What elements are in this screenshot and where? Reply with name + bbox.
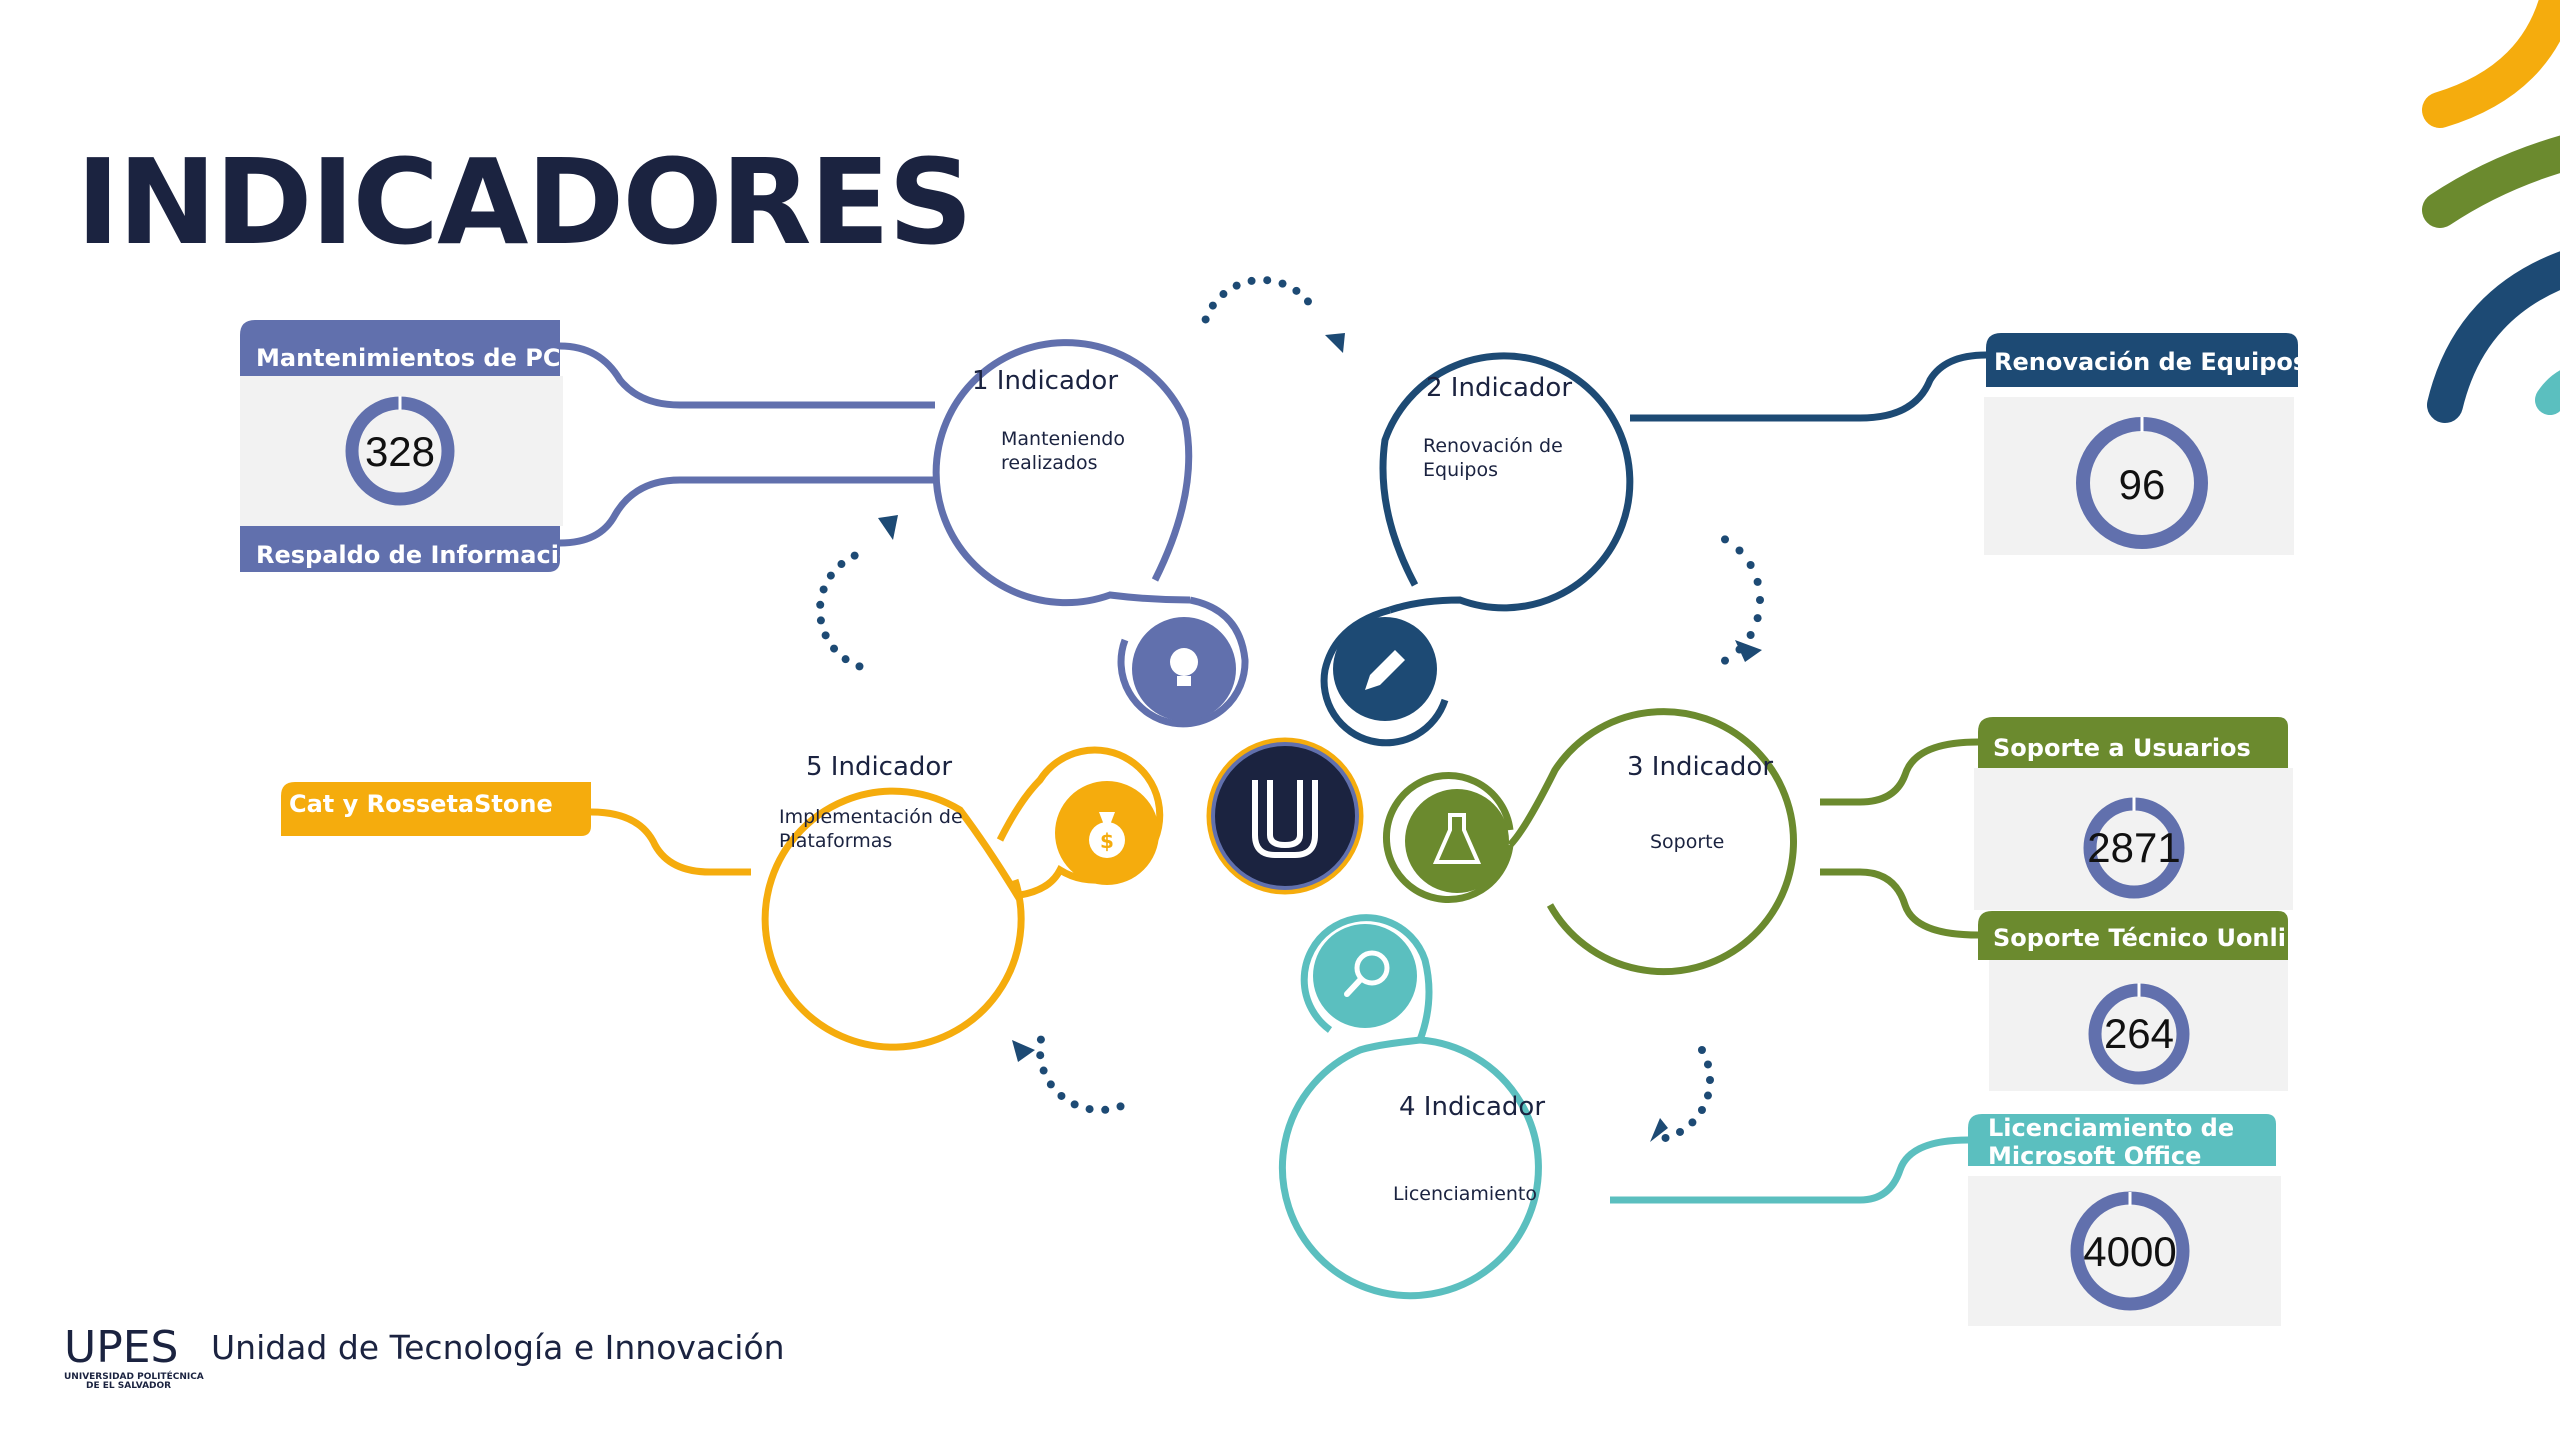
arrow-dot xyxy=(1706,1076,1714,1084)
lightbulb-icon xyxy=(1132,617,1236,721)
arrow-dot xyxy=(1039,1066,1048,1075)
arrow-dot xyxy=(1201,315,1210,324)
indicator-5-desc: Implementación de xyxy=(779,806,963,828)
stat-label: Soporte a Usuarios xyxy=(1993,734,2251,762)
arrow-dot xyxy=(850,551,859,560)
logo-subtext: UNIVERSIDAD POLITÉCNICA xyxy=(64,1370,204,1382)
arrow-dot xyxy=(1753,614,1762,623)
arrow-dot xyxy=(1116,1102,1125,1111)
arrow-dot xyxy=(816,616,825,625)
indicator-1-desc: Manteniendo xyxy=(1001,428,1125,450)
arrow-dot xyxy=(1036,1051,1045,1060)
arrow-dot xyxy=(1703,1060,1712,1069)
indicator-2-desc: Equipos xyxy=(1423,459,1498,481)
cycle-arrows xyxy=(816,276,1764,1142)
arrow-dot xyxy=(1676,1127,1684,1136)
indicator-2-desc: Renovación de xyxy=(1423,435,1563,457)
arrow-dot xyxy=(821,631,830,640)
stat-card-mantenimientos: Mantenimientos de PC 328 Respaldo de Inf… xyxy=(240,320,593,572)
arrow-dot xyxy=(1746,561,1755,569)
stat-label: Cat y RossetaStone xyxy=(289,790,553,818)
arrow-dot xyxy=(1278,279,1287,288)
flask-icon xyxy=(1405,789,1509,893)
arrow-dot xyxy=(1303,297,1312,306)
arrow-dot xyxy=(826,571,835,580)
arrow-dot xyxy=(816,600,825,609)
arrow-dot xyxy=(1247,276,1256,285)
indicator-3-title: 3 Indicador xyxy=(1627,752,1773,782)
logo-text: UPES xyxy=(64,1322,178,1373)
stat-value: 96 xyxy=(2119,461,2166,508)
arrow-dot xyxy=(1697,1046,1706,1054)
arrow-dot xyxy=(1070,1100,1079,1109)
decorative-arcs xyxy=(2422,0,2560,423)
stat-label: Microsoft Office xyxy=(1988,1142,2201,1170)
page-title: INDICADORES xyxy=(76,133,971,271)
indicator-5-desc: Plataformas xyxy=(779,830,892,852)
stat-card-renovacion: Renovación de Equipos 96 xyxy=(1984,333,2307,555)
indicator-loops xyxy=(761,339,1797,1300)
stat-label: Soporte Técnico Uonline xyxy=(1993,924,2319,952)
upes-center-logo xyxy=(1206,737,1364,895)
stat-card-cat-rossetastone: Cat y RossetaStone xyxy=(281,782,591,836)
indicator-5-title: 5 Indicador xyxy=(806,752,952,782)
arrow-dot xyxy=(1292,286,1301,295)
stat-value: 2871 xyxy=(2087,824,2180,871)
arrow-dot xyxy=(837,560,846,569)
connectors xyxy=(559,342,1987,1204)
arrow-dot xyxy=(841,655,850,664)
pencil-icon xyxy=(1333,617,1437,721)
money-bag-icon: $ xyxy=(1055,781,1159,885)
arrow-dot xyxy=(1703,1091,1712,1100)
arrow-dot xyxy=(1232,281,1241,290)
arrow-dot xyxy=(1661,1133,1670,1142)
arrow-dot xyxy=(819,585,828,594)
stat-label: Respaldo de Información xyxy=(256,541,593,569)
arrow-dot xyxy=(855,662,864,671)
arrow-dot xyxy=(1688,1118,1697,1127)
stat-label: Licenciamiento de xyxy=(1988,1114,2234,1142)
stat-card-soporte-uonline: Soporte Técnico Uonline 264 xyxy=(1978,911,2319,1091)
arrow-dot xyxy=(1101,1105,1110,1114)
indicator-4-desc: Licenciamiento xyxy=(1393,1183,1537,1205)
svg-text:$: $ xyxy=(1100,829,1114,853)
stat-value: 4000 xyxy=(2083,1228,2176,1275)
footer-logo: UPES UNIVERSIDAD POLITÉCNICA DE EL SALVA… xyxy=(64,1322,204,1391)
arrow-dot xyxy=(1697,1106,1706,1114)
indicator-2-title: 2 Indicador xyxy=(1426,373,1572,403)
arrow-dot xyxy=(1263,276,1272,285)
arrow-dot xyxy=(1721,656,1729,665)
arrow-dot xyxy=(1746,631,1755,639)
arrow-dot xyxy=(1753,577,1762,586)
arrow-dot xyxy=(1208,301,1217,310)
indicator-1-desc: realizados xyxy=(1001,452,1097,474)
arrow-dot xyxy=(1057,1091,1066,1100)
arrow-dot xyxy=(1085,1105,1094,1114)
stat-card-soporte-usuarios: Soporte a Usuarios 2871 xyxy=(1974,717,2293,910)
arrow-dot xyxy=(1756,596,1764,604)
arrow-dot xyxy=(1219,290,1228,299)
stat-value: 328 xyxy=(365,428,435,475)
footer-unit-name: Unidad de Tecnología e Innovación xyxy=(211,1328,785,1367)
arrow-dot xyxy=(830,644,839,653)
logo-subtext: DE EL SALVADOR xyxy=(86,1381,171,1391)
arrow-dot xyxy=(1721,535,1729,544)
stat-label: Mantenimientos de PC xyxy=(256,344,560,372)
arrow-dot xyxy=(1735,546,1744,555)
indicator-4-title: 4 Indicador xyxy=(1399,1092,1545,1122)
stat-card-licenciamiento: Licenciamiento de Microsoft Office 4000 xyxy=(1968,1114,2281,1326)
magnifier-icon xyxy=(1313,924,1417,1028)
stat-value: 264 xyxy=(2104,1010,2174,1057)
indicator-1-title: 1 Indicador xyxy=(972,366,1118,396)
stat-label: Renovación de Equipos xyxy=(1994,348,2307,376)
arrow-dot xyxy=(1046,1080,1055,1089)
indicator-3-desc: Soporte xyxy=(1650,831,1724,853)
arrow-dot xyxy=(1036,1035,1045,1044)
